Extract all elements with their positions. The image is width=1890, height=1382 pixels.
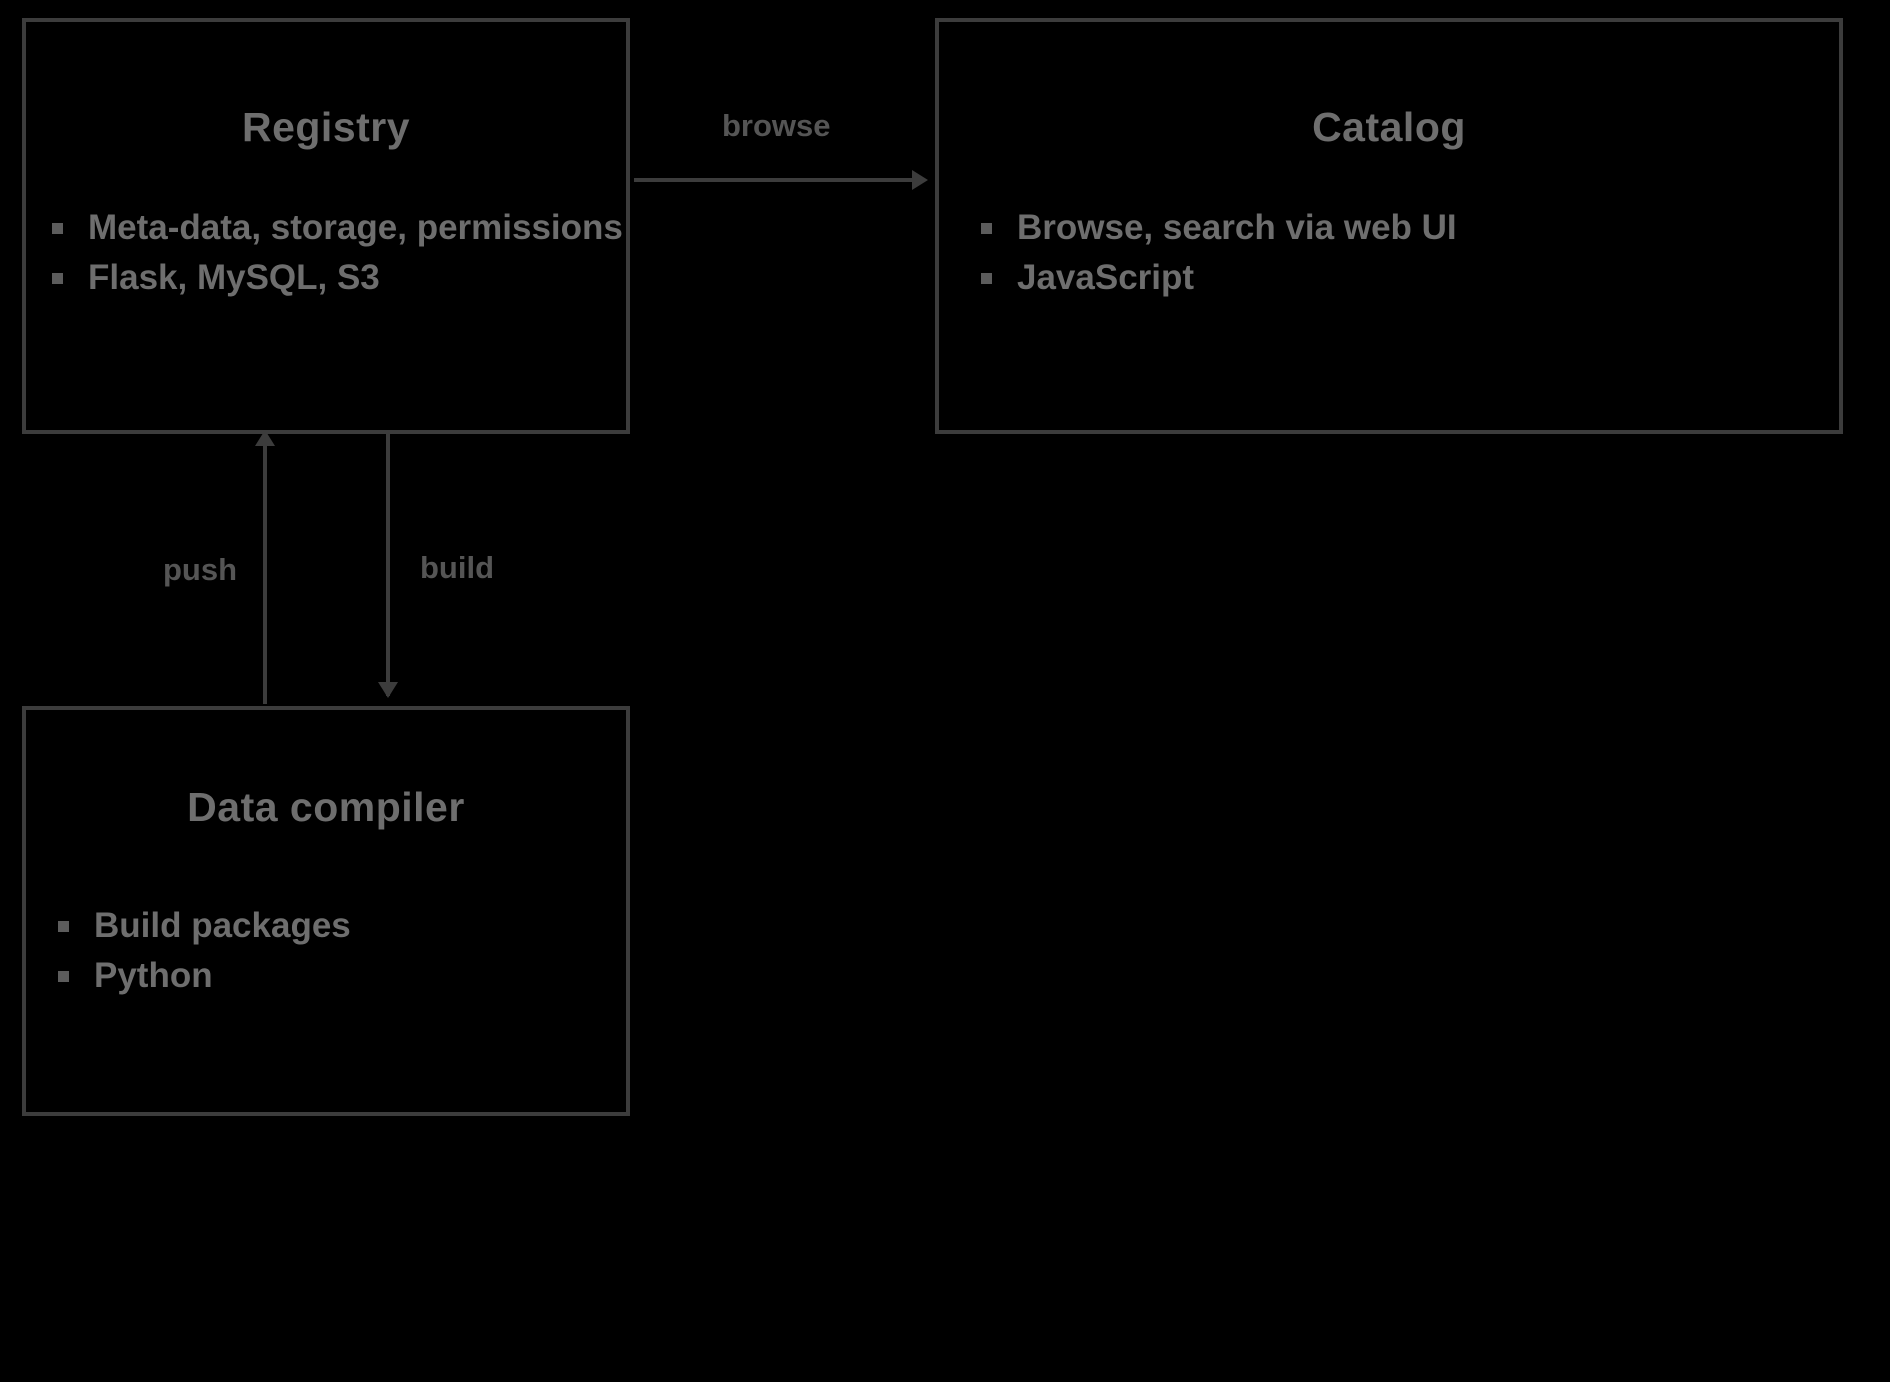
node-data-compiler[interactable]: Data compiler Build packages Python <box>22 706 630 1116</box>
bullet-marker-icon <box>52 272 63 284</box>
node-catalog[interactable]: Catalog Browse, search via web UI JavaSc… <box>935 18 1843 434</box>
edge-push-label: push <box>163 552 238 587</box>
edge-push-line <box>263 440 267 704</box>
edge-browse-line <box>634 178 916 182</box>
bullet-text: JavaScript <box>1017 257 1195 297</box>
node-data-compiler-title: Data compiler <box>187 784 465 830</box>
node-registry-bullet-list: Meta-data, storage, permissions Flask, M… <box>26 205 626 300</box>
bullet-marker-icon <box>58 921 69 933</box>
bullet-text: Python <box>94 955 213 995</box>
bullet-marker-icon <box>52 223 63 235</box>
bullet-text: Browse, search via web UI <box>1017 208 1457 248</box>
list-item: Flask, MySQL, S3 <box>26 255 626 301</box>
arrow-up-icon <box>255 430 275 446</box>
list-item: Python <box>32 953 626 999</box>
arrow-down-icon <box>378 682 398 698</box>
edge-browse-label: browse <box>722 108 831 143</box>
list-item: Build packages <box>32 903 626 949</box>
node-registry-title: Registry <box>241 104 411 150</box>
node-catalog-bullet-list: Browse, search via web UI JavaScript <box>939 205 1839 300</box>
bullet-marker-icon <box>58 970 69 982</box>
bullet-marker-icon <box>981 223 992 235</box>
bullet-text: Build packages <box>94 906 351 946</box>
node-data-compiler-bullet-list: Build packages Python <box>26 903 626 998</box>
list-item: Browse, search via web UI <box>955 205 1839 251</box>
list-item: JavaScript <box>955 255 1839 301</box>
arrow-right-icon <box>912 170 928 190</box>
node-registry[interactable]: Registry Meta-data, storage, permissions… <box>22 18 630 434</box>
bullet-text: Flask, MySQL, S3 <box>88 257 380 297</box>
node-catalog-title: Catalog <box>1312 104 1466 150</box>
edge-build-line <box>386 434 390 696</box>
bullet-text: Meta-data, storage, permissions <box>88 208 623 248</box>
bullet-marker-icon <box>981 272 992 284</box>
edge-build-label: build <box>420 550 495 585</box>
list-item: Meta-data, storage, permissions <box>26 205 626 251</box>
